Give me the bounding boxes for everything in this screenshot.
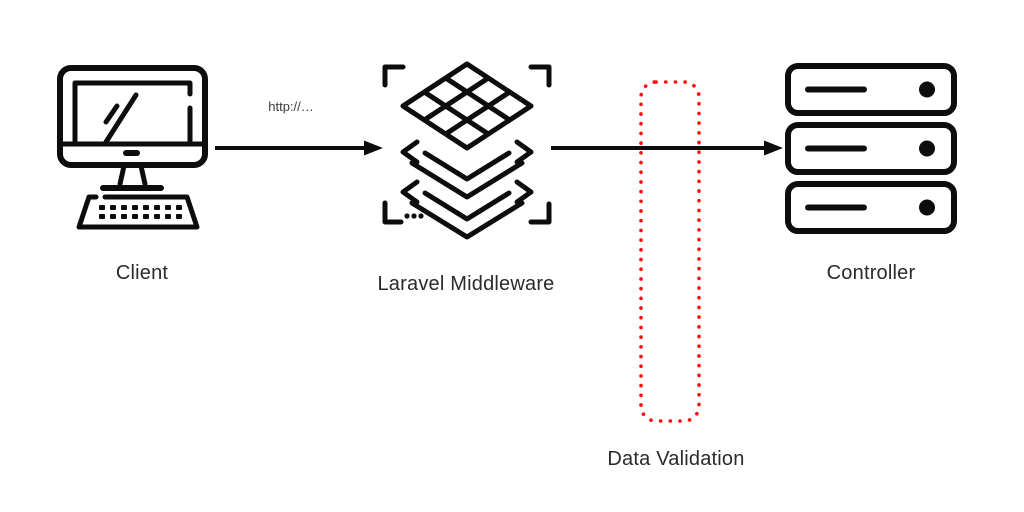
corner-bracket-top-left: [382, 64, 406, 88]
middle-layer: [400, 139, 534, 200]
client-label: Client: [115, 262, 169, 284]
server-stack-icon: [785, 63, 957, 234]
corner-bracket-bottom-right: [528, 201, 552, 225]
controller-label: Controller: [826, 262, 916, 284]
grid-layer: [400, 61, 534, 151]
server-led-dots: [919, 81, 935, 216]
ellipsis-dots: [404, 213, 424, 219]
keyboard-keys: [99, 205, 182, 219]
arrowhead: [364, 140, 383, 156]
desktop-computer-icon: [57, 65, 208, 230]
http-edge-label: http://…: [268, 99, 314, 114]
client-node: [57, 65, 208, 230]
middleware-node: [382, 61, 552, 240]
data-validation-label: Data Validation: [607, 448, 745, 470]
laravel-layers-icon: [382, 61, 552, 240]
controller-node: [785, 63, 957, 234]
corner-bracket-top-right: [528, 64, 552, 88]
data-validation-zone: [639, 80, 701, 423]
middleware-label: Laravel Middleware: [377, 273, 555, 295]
arrow-client-to-middleware: [215, 140, 383, 156]
bottom-layer: [400, 179, 534, 240]
corner-bracket-bottom-left: [382, 200, 404, 225]
arrow-middleware-to-controller: [551, 140, 783, 156]
arrowhead: [764, 140, 783, 156]
